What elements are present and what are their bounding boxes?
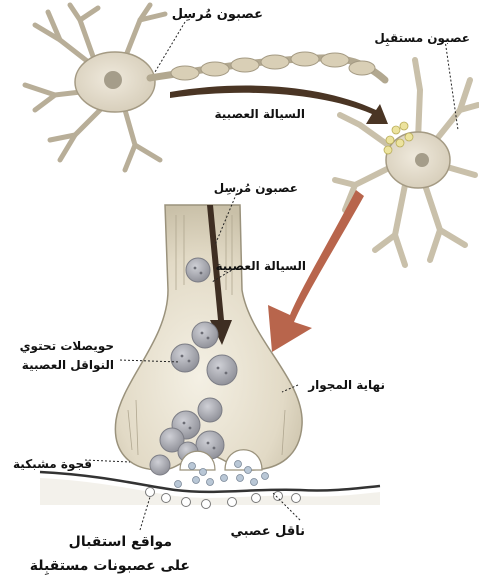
label-sending-neuron-zoom: عصبون مُرسِل xyxy=(214,181,298,196)
nucleus-icon xyxy=(104,71,122,89)
label-nerve-impulse-top: السيالة العصبية xyxy=(215,107,306,121)
label-synaptic-cleft: فجوة مشبكية xyxy=(13,457,92,472)
label-receptor-sites-line1: مواقع استقبال xyxy=(69,534,172,550)
receiving-neuron xyxy=(335,60,478,265)
label-vesicles-line1: حويصلات تحتوي xyxy=(20,339,114,354)
label-axon-terminal: نهاية المجوار xyxy=(307,378,385,393)
label-sending-neuron-top: عصبون مُرسِل xyxy=(172,7,263,22)
label-neurotransmitter: ناقل عصبي xyxy=(230,524,305,539)
label-receiving-neuron: عصبون مستقبِل xyxy=(374,31,470,46)
label-receptor-sites-line2: على عصبونات مستقبِلة xyxy=(30,558,190,575)
nucleus-icon xyxy=(415,153,429,167)
label-vesicles-line2: النواقل العصبية xyxy=(22,358,114,373)
label-nerve-impulse-zoom: السيالة العصبية xyxy=(216,259,307,273)
